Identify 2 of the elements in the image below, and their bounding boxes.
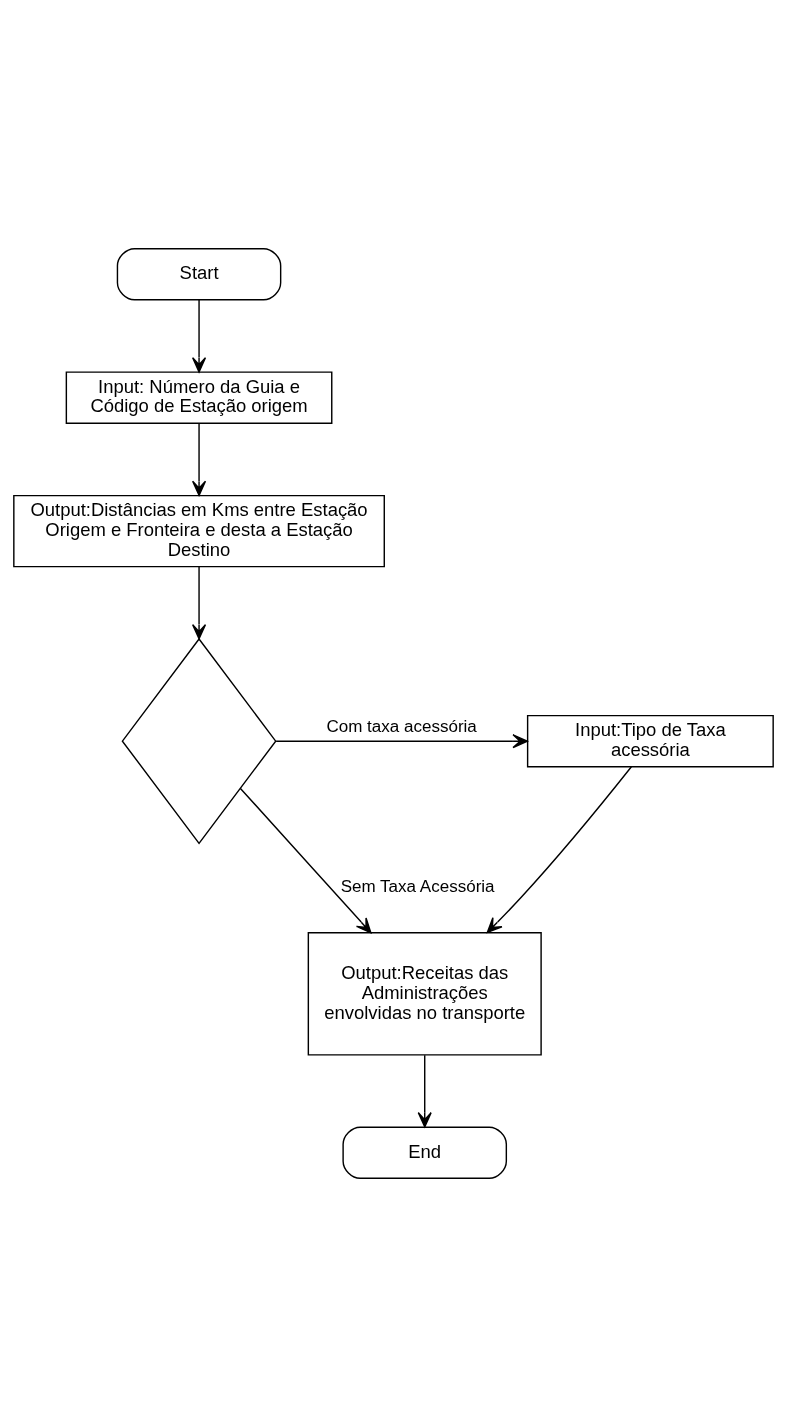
edge-label: Com taxa acessória: [326, 716, 477, 736]
edge-label: Sem Taxa Acessória: [340, 876, 495, 896]
